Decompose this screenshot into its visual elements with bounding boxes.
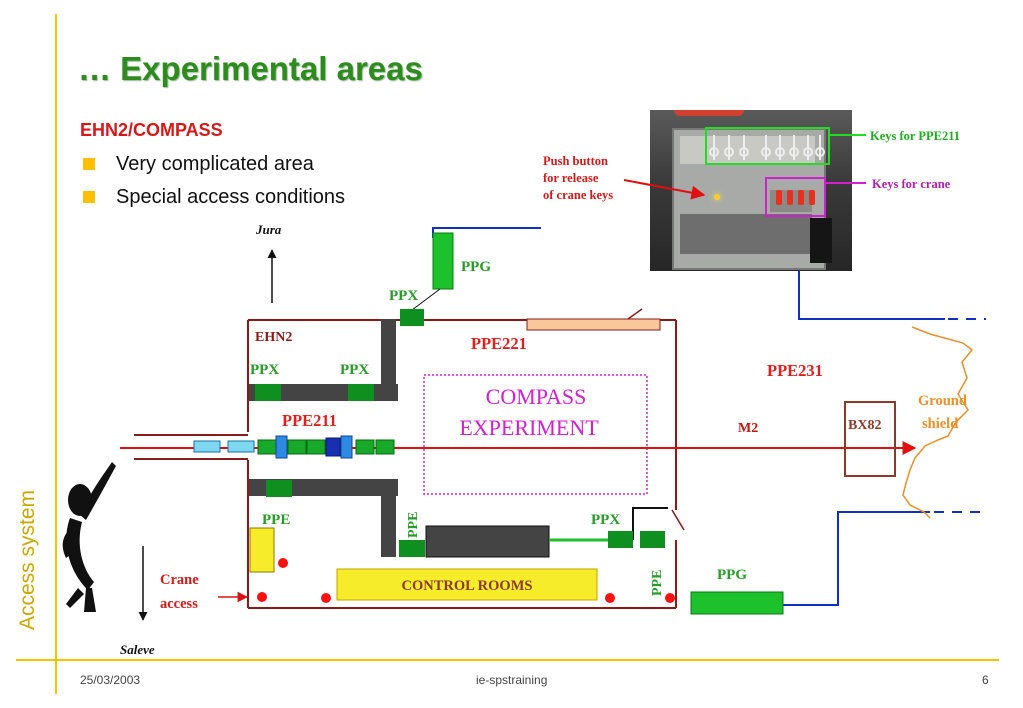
ground-shield-label-2: shield	[922, 416, 958, 432]
ppx-left-block	[255, 384, 281, 401]
bx82-box	[844, 401, 896, 477]
ppx-mid-block	[348, 384, 374, 401]
ppx-mid-label: PPX	[340, 362, 369, 378]
ground-shield-label-1: Ground	[918, 393, 967, 409]
ppx-right-block-2	[640, 531, 665, 548]
keys-ppe211-box	[705, 127, 830, 165]
ppx-top-label: PPX	[389, 288, 418, 304]
ppe-vert-right-label: PPE	[650, 570, 665, 596]
compass-label-1: COMPASS	[486, 384, 587, 409]
ppg-top-label: PPG	[461, 259, 491, 275]
ppe211-label: PPE211	[282, 411, 337, 430]
crane-access-block	[249, 527, 275, 573]
footer-divider-line	[16, 659, 999, 661]
access-point-markers	[257, 558, 675, 603]
ppe-vert-left-block	[399, 540, 425, 557]
footer-page-number: 6	[982, 673, 989, 687]
bullet-list: Very complicated area Special access con…	[80, 150, 345, 216]
crane-key-row	[776, 190, 815, 205]
ppe-left-block	[266, 480, 292, 497]
control-rooms-label: CONTROL ROOMS	[402, 578, 533, 594]
ppe-left-label: PPE	[262, 512, 290, 528]
control-rooms-block	[336, 568, 598, 601]
ehn2-hall-walls	[134, 319, 685, 609]
jura-label: Jura	[255, 222, 282, 237]
footer-date: 25/03/2003	[80, 673, 141, 687]
ground-shield-outline	[902, 326, 974, 519]
bullet-item: Very complicated area	[80, 150, 345, 183]
crane-access-label-2: access	[160, 596, 198, 612]
keys-ppe211-label: Keys for PPE211	[870, 129, 960, 143]
push-button-label-3: of crane keys	[543, 188, 613, 202]
bx82-label: BX82	[848, 418, 881, 433]
ppx-right-block-1	[608, 531, 633, 548]
cable-line-right-top	[798, 270, 945, 320]
slide-title: … Experimental areas	[78, 50, 423, 87]
cable-line-right-bottom	[783, 511, 930, 606]
keys-crane-label: Keys for crane	[872, 177, 951, 191]
ppe221-label: PPE221	[471, 334, 527, 353]
slide-subtitle: EHN2/COMPASS	[80, 120, 223, 140]
ehn2-label: EHN2	[255, 330, 292, 345]
ppe-vert-left-label: PPE	[406, 512, 421, 538]
ppx-right-label: PPX	[591, 512, 620, 528]
pointing-person-icon	[62, 462, 116, 612]
vertical-accent-line	[55, 14, 57, 694]
crane-access-label-1: Crane	[160, 572, 199, 588]
ppe221-strip	[526, 318, 661, 331]
keys-crane-box	[765, 177, 826, 217]
compass-label-2: EXPERIMENT	[459, 415, 599, 440]
push-button-arrow	[623, 179, 706, 200]
saleve-label: Saleve	[120, 642, 155, 657]
ppx-top-block	[400, 309, 424, 326]
compass-experiment-box	[423, 374, 648, 495]
push-button-label-1: Push button	[543, 154, 608, 168]
ppg-bottom-block	[690, 591, 784, 615]
ppe231-label: PPE231	[767, 361, 823, 380]
bullet-square-icon	[83, 191, 95, 203]
ppe211-key-row	[709, 135, 825, 160]
footer-center-text: ie-spstraining	[476, 673, 548, 687]
beamline-elements	[193, 435, 395, 459]
bullet-item: Special access conditions	[80, 183, 345, 216]
push-button-label-2: for release	[543, 171, 599, 185]
ppg-top-connector	[411, 288, 441, 311]
m2-label: M2	[738, 421, 758, 436]
ppg-top-block	[432, 232, 454, 290]
ppg-bottom-label: PPG	[717, 567, 747, 583]
bullet-square-icon	[83, 158, 95, 170]
ppx-left-label: PPX	[250, 362, 279, 378]
ppe221-door	[627, 308, 643, 320]
